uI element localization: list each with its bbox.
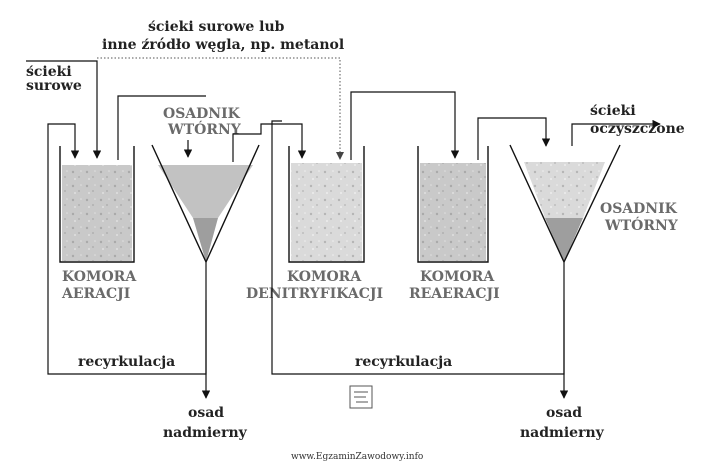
settler1-label-line2: WTÓRNY (167, 120, 242, 138)
settler2-label-line1: OSADNIK (600, 201, 678, 217)
denitrification-chamber-label-line1: KOMORA (287, 269, 362, 285)
treated-effluent-pipe (571, 119, 661, 146)
treated-sewage-label-line1: ścieki (590, 103, 636, 119)
reaeration-to-settler2-pipe (477, 117, 551, 160)
settler1-to-denitrification-pipe (232, 123, 307, 162)
raw-sewage-pipe (26, 60, 102, 159)
recirculation-2-inlet (271, 120, 282, 354)
denitrification-to-reaeration-pipe (350, 91, 460, 160)
settler1-label-line1: OSADNIK (163, 106, 241, 122)
denitrification-chamber-label-line2: DENITRYFIKACJI (246, 286, 383, 302)
reaeration-chamber (417, 146, 489, 263)
aeration-chamber (59, 146, 135, 263)
excess-sludge-2-label-line2: nadmierny (520, 425, 605, 441)
treated-sewage-label-line2: oczyszczone (590, 121, 685, 137)
excess-sludge-1-label-line1: osad (188, 405, 224, 421)
recirculation-label-2: recyrkulacja (355, 354, 452, 370)
denitrification-chamber (288, 146, 365, 263)
aeration-chamber-label-line2: AERACJI (61, 286, 130, 302)
carbon-source-label-line2: inne źródło węgla, np. metanol (102, 37, 344, 53)
aeration-chamber-label-line1: KOMORA (62, 269, 137, 285)
reaeration-chamber-label-line2: REAERACJI (409, 286, 500, 302)
carbon-source-arrowhead (336, 152, 344, 160)
reaeration-chamber-label-line1: KOMORA (420, 269, 495, 285)
recirculation-label-1: recyrkulacja (78, 354, 175, 370)
secondary-settler-1 (151, 144, 260, 264)
raw-sewage-label-line1: ścieki (26, 64, 72, 80)
carbon-source-dotted-line (97, 57, 341, 157)
excess-sludge-2-label-line1: osad (546, 405, 582, 421)
aeration-to-settler1-pipe (117, 95, 206, 160)
secondary-settler-2 (509, 144, 621, 264)
carbon-source-label-line1: ścieki surowe lub (148, 19, 285, 35)
excess-sludge-1-label-line2: nadmierny (163, 425, 248, 441)
watermark-icon (349, 385, 373, 409)
raw-sewage-label-line2: surowe (26, 78, 82, 94)
settler2-label-line2: WTÓRNY (604, 216, 679, 234)
footer-url: www.EgzaminZawodowy.info (291, 452, 423, 462)
recirculation-1-inlet (47, 123, 80, 354)
